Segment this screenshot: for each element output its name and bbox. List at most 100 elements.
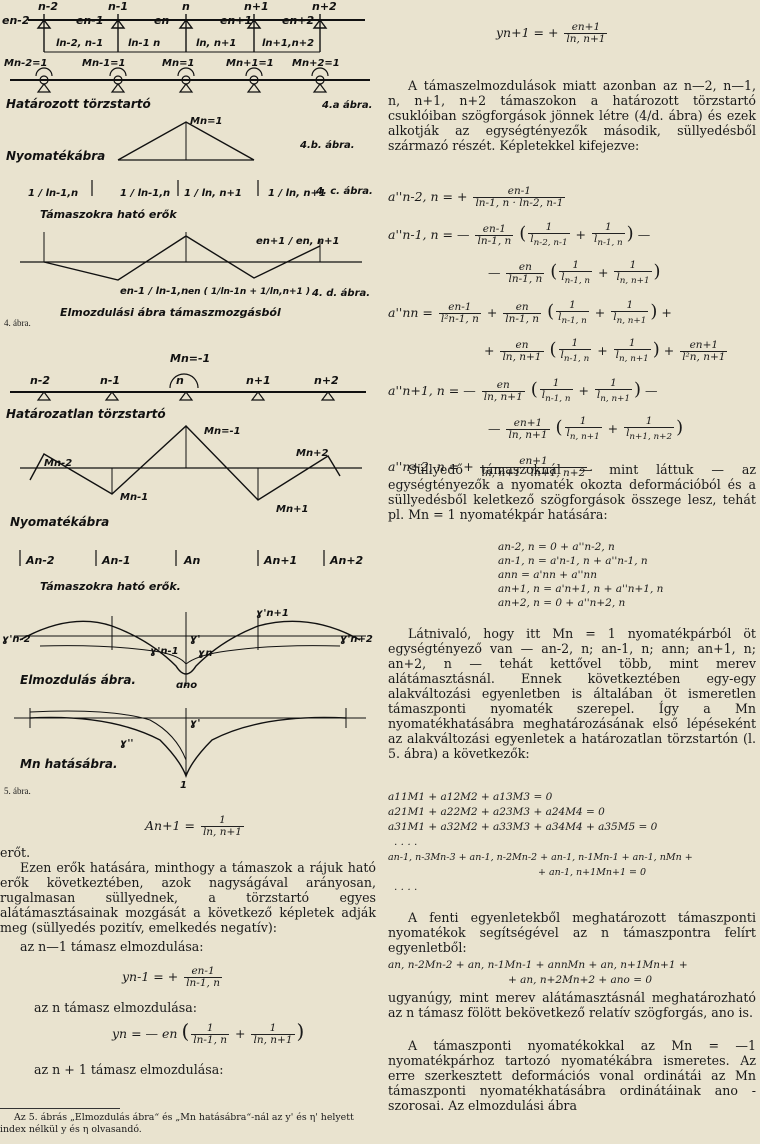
svg-text:ln-1 n: ln-1 n [128,38,160,49]
svg-text:ɣ': ɣ' [190,718,200,729]
fig4c-tag: 4. c. ábra. [315,185,373,197]
fig5-m-top: Mn=-1 [204,426,241,437]
svg-text:Mn=1: Mn=1 [162,58,194,69]
svg-text:ln+1,n+2: ln+1,n+2 [262,38,314,49]
fig4d-left: en-1 / ln-1,n [120,286,188,297]
paragraph-right-2: Süllyedő támaszoknál — mint láttuk — az … [388,462,756,522]
footnote: Az 5. ábrás „Elmozdulás ábra“ és „Mn hat… [0,1112,354,1135]
svg-text:An-1: An-1 [101,554,131,567]
svg-text:Mn+2: Mn+2 [296,448,328,459]
fig4-label-n+2: n+2 [312,0,337,13]
svg-text:Mn+2=1: Mn+2=1 [292,58,340,69]
svg-text:1 / ln-1,n: 1 / ln-1,n [120,188,170,199]
svg-text:ɣn: ɣn [198,648,212,659]
fig5-forces-title: Támaszokra ható erők. [40,580,181,593]
svg-text:n+2: n+2 [314,374,339,387]
svg-text:n+1: n+1 [246,374,271,387]
fig4-hinges [35,67,329,93]
svg-text:1 / ln, n+1: 1 / ln, n+1 [268,188,326,199]
line-l1: az n—1 támasz elmozdulása: [20,939,204,954]
svg-text:Mn-2=1: Mn-2=1 [4,58,48,69]
svg-text:Mn-2: Mn-2 [44,458,72,469]
fig4d-title: Elmozdulási ábra támaszmozgásból [60,306,281,319]
fig5-elm-title: Elmozdulás ábra. [20,673,136,687]
fig4-l-labels: ln-2, n-1 ln-1 n ln, n+1 ln+1,n+2 [56,38,314,49]
fig5-nyom-title: Nyomatékábra [10,515,109,529]
svg-text:ɣ'n+1: ɣ'n+1 [256,608,289,619]
svg-text:n-2: n-2 [30,374,50,387]
svg-text:ɑno: ɑno [176,680,197,691]
left-column: n-2 n-1 n n+1 n+2 en-2 en-1 en en+1 en+2… [0,0,378,1144]
svg-text:en: en [154,14,169,27]
fig4-label-n-2: n-2 [38,0,58,13]
paragraph-right-1: A támaszelmozdulások miatt azonban az n—… [388,78,756,153]
fig5-top-labels: n-2 n-1 n n+1 n+2 [30,374,339,387]
svg-text:n-1: n-1 [100,374,120,387]
fig5-hat-title: Mn hatásábra. [20,757,118,771]
svg-text:Mn+1=1: Mn+1=1 [226,58,274,69]
svg-text:ɣ'': ɣ'' [120,738,133,749]
fig4b-tag: 4.b. ábra. [299,139,355,151]
svg-text:ɣ'n-1: ɣ'n-1 [150,646,179,657]
svg-text:1 / ln-1,n: 1 / ln-1,n [28,188,78,199]
fig4d-tag: 4. d. ábra. [311,287,370,299]
fig5-forces: An-2 An-1 An An+1 An+2 [25,554,364,567]
paragraph-left-1: Ezen erők hatására, minthogy a támaszok … [0,860,376,935]
fig4c-title: Támaszokra ható erők [40,208,177,221]
svg-text:An+2: An+2 [329,554,364,567]
fig4a-title: Határozott törzstartó [6,97,151,111]
fig4c-fracs: 1 / ln-1,n 1 / ln-1,n 1 / ln, n+1 1 / ln… [28,188,326,199]
fig4-label-n: n [182,0,190,13]
equation-n: an, n-2Mn-2 + an, n-1Mn-1 + annMn + an, … [388,959,688,986]
paragraph-right-3: Látnivaló, hogy itt Mn = 1 nyomatékpárbó… [388,626,756,761]
equation-system: a11M1 + a12M2 + a13M3 = 0 a21M1 + a22M2 … [388,791,693,893]
paragraph-right-5: ugyanúgy, mint merev alátámasztásnál meg… [388,990,756,1020]
svg-text:Mn+1: Mn+1 [276,504,308,515]
fig4a-tag: 4.a ábra. [321,99,372,111]
svg-text:1: 1 [180,780,187,790]
svg-text:en-2: en-2 [2,14,30,27]
fig4d-right: en+1 / en, n+1 [256,236,340,247]
sum-block: an-2, n = 0 + a''n-2, n an-1, n = a'n-1,… [498,541,664,609]
fig4b-title: Nyomatékábra [6,149,105,163]
svg-text:Mn-1=1: Mn-1=1 [82,58,126,69]
fig4-m-labels: Mn-2=1 Mn-1=1 Mn=1 Mn+1=1 Mn+2=1 [4,58,340,69]
fig4-top-labels: n-2 n-1 n n+1 n+2 [38,0,337,13]
fig5-caption: 5. ábra. [4,786,31,796]
left-body-text: erőt. Ezen erők hatására, minthogy a tám… [0,845,376,954]
fig5a-title: Határozatlan törzstartó [6,407,166,421]
fig4b-top: Mn=1 [190,116,222,127]
svg-text:An-2: An-2 [25,554,55,567]
figure-5: Mn=-1 n-2 n-1 n n+1 n+2 Határozatlan tör… [2,352,373,790]
svg-text:n: n [176,374,184,387]
svg-text:ln-2, n-1: ln-2, n-1 [56,38,103,49]
svg-text:en+2: en+2 [282,14,315,27]
paragraph-right-6: A támaszponti nyomatékokkal az Mn = —1 n… [388,1038,756,1113]
fig4-supports-top [36,14,328,52]
svg-text:en-1: en-1 [76,14,104,27]
fig4-e-labels: en-2 en-1 en en+1 en+2 [2,14,315,27]
paragraph-right-4: A fenti egyenletekből meghatározott táma… [388,910,756,955]
fig4-label-n-1: n-1 [108,0,128,13]
svg-text:Mn-1: Mn-1 [120,492,148,503]
fig4-caption: 4. ábra. [4,318,31,328]
svg-text:ɣ'n+2: ɣ'n+2 [340,634,373,645]
fig5-top-m: Mn=-1 [170,352,210,365]
svg-text:ɣ': ɣ' [190,634,200,645]
line-l3: az n + 1 támasz elmozdulása: [34,1062,224,1077]
svg-text:An: An [183,554,201,567]
fig4-label-n+1: n+1 [244,0,269,13]
svg-text:An+1: An+1 [263,554,297,567]
fig4d-mid: en ( 1/ln-1n + 1/ln,n+1 ) [188,287,310,297]
svg-text:ɣ'n-2: ɣ'n-2 [2,634,31,645]
line-l2: az n támasz elmozdulása: [34,1000,197,1015]
ero-text: erőt. [0,845,31,860]
svg-text:en+1: en+1 [220,14,252,27]
svg-text:ln, n+1: ln, n+1 [196,38,236,49]
